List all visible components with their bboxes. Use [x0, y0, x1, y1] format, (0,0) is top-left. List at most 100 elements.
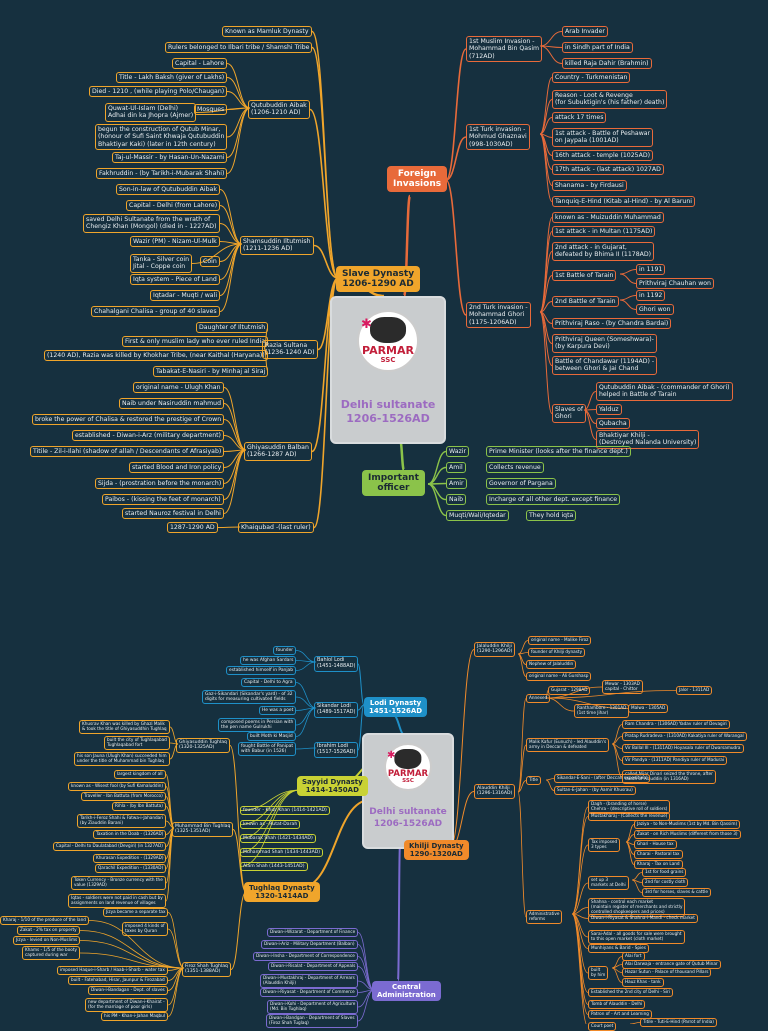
firoz-item[interactable]: Khams - 1/5 of the booty captured during…	[22, 946, 80, 960]
firoz-item[interactable]: Jizya became a separate tax	[103, 908, 169, 917]
ghori-slave[interactable]: Yalduz	[596, 404, 622, 416]
ghori-item[interactable]: Prithviraj Raso - (by Chandra Bardai)	[552, 318, 672, 330]
kafur-victory[interactable]: called Nijar Dinari seized the throne, a…	[622, 770, 716, 784]
tarain2-year[interactable]: in 1192	[636, 290, 666, 302]
tax-item[interactable]: Ghari - House tax	[634, 840, 677, 849]
iltutmish-item[interactable]: Wazir (PM) - Nizam-Ul-Mulk	[130, 236, 220, 248]
branch-khilji-dynasty[interactable]: Khilji Dynasty 1290-1320AD	[404, 840, 469, 860]
qasim-item[interactable]: Arab Invader	[562, 26, 608, 38]
officer-desc[interactable]: Prime Minister (looks after the finance …	[486, 446, 631, 458]
central-dept[interactable]: Diwan-i-Ariz - Military Department (Balb…	[261, 940, 358, 949]
alauddin-khilji[interactable]: Alauddin Khilji (1296-1316AD)	[474, 784, 516, 799]
central-dept[interactable]: Diwan-i-Risalat - Department of Appeals	[268, 962, 359, 971]
alauddin-origin[interactable]: original name - Ali Gurshasp	[526, 672, 592, 681]
firoz-shah-tughlaq[interactable]: Firoz Shah Tughlaq (1351-1388AD)	[182, 962, 231, 977]
kafur-victory[interactable]: Pratap Rudradeva - (1310AD) Kakatiya rul…	[622, 732, 747, 741]
branch-central-administration[interactable]: Central Administration	[372, 981, 441, 1001]
iltutmish-item[interactable]: saved Delhi Sultanate from the wrath of …	[83, 214, 220, 233]
sikandar-item[interactable]: Gaz-i-Sikandari (Sikandar's yard) - of 3…	[202, 690, 296, 705]
ibrahim-item[interactable]: fought Battle of Panipat with Babur (in …	[238, 742, 297, 757]
officer-role[interactable]: Naib	[446, 494, 467, 506]
sikandar-lodi[interactable]: Sikandar Lodi (1489-1517AD)	[314, 702, 359, 718]
coin-list[interactable]: Tanka - Silver coin Jital - Coppe coin	[130, 254, 193, 273]
qutubuddin-aibak[interactable]: Qutubuddin Aibak (1206-1210 AD)	[248, 100, 310, 119]
branch-slave-dynasty[interactable]: Slave Dynasty 1206-1290 AD	[336, 266, 421, 292]
iltutmish-item[interactable]: Capital - Delhi (from Lahore)	[126, 200, 221, 212]
qutubuddin-item[interactable]: Taj-ul-Massir - by Hasan-Un-Nazami	[112, 152, 228, 164]
qasim-item[interactable]: in Sindh part of India	[562, 42, 633, 54]
qutubuddin-item[interactable]: Mosques	[194, 104, 228, 116]
balban-item[interactable]: Sijda - (prostration before the monarch)	[95, 478, 225, 490]
central-dept[interactable]: Diwan-i-Riyasat - Department of Commerce	[260, 988, 358, 997]
alauddin-item[interactable]: Title	[526, 776, 541, 785]
balban-item[interactable]: started Blood and Iron policy	[129, 462, 225, 474]
ghiyasuddin-tughlaq[interactable]: Ghiyasuddin Tughlaq (1320-1325AD)	[176, 738, 230, 753]
iltutmish-item[interactable]: Son-in-law of Qutubuddin Aibak	[116, 184, 220, 196]
ghaznavi-item[interactable]: 17th attack - (last attack) 1027AD	[552, 164, 664, 176]
balban-item[interactable]: started Nauroz festival in Delhi	[122, 508, 224, 520]
officer-desc[interactable]: Governor of Pargana	[486, 478, 556, 490]
ghaznavi-item[interactable]: attack 17 times	[552, 112, 607, 124]
qutubuddin-item[interactable]: Fakhruddin - (by Tarikh-i-Mubarak Shahi)	[96, 168, 228, 180]
sayyid-item[interactable]: Muhammad Shah (1434-1443AD)	[240, 848, 324, 858]
alauddin-item[interactable]: Annexed	[526, 694, 551, 703]
balban-item[interactable]: Titile - Zil-i-Ilahi (shadow of allah / …	[30, 446, 225, 458]
jalaluddin-item[interactable]: original name - Malike Firoz	[528, 636, 592, 645]
ghiyasuddin-item[interactable]: built the city of Tughlaqabad Tughlaqaba…	[104, 736, 170, 750]
branch-sayyid-dynasty[interactable]: Sayyid Dynasty 1414-1450AD	[297, 776, 368, 796]
tarain1-year[interactable]: in 1191	[636, 264, 666, 276]
ghiyasuddin-item[interactable]: his son Jauna (Ulugh Khan) succeeded him…	[74, 752, 170, 766]
balban-item[interactable]: Paibos - (kissing the feet of monarch)	[102, 494, 224, 506]
ghori-item[interactable]: 2nd Battle of Tarain	[552, 296, 619, 308]
firoz-item[interactable]: Zakat - 2% tax on property	[17, 926, 80, 935]
muhammad-item[interactable]: largest kingdom of all	[114, 770, 166, 779]
market-item[interactable]: 2nd for costly cloth	[642, 878, 689, 887]
ghori-item[interactable]: 1st attack - in Multan (1175AD)	[552, 226, 656, 238]
second-turk-invasion[interactable]: 2nd Turk invasion - Mohammad Ghori (1175…	[466, 302, 531, 329]
iltutmish-item[interactable]: Iqtadar - Muqti / wali	[150, 290, 221, 302]
muhammad-bin-tughlaq[interactable]: Muhammad Bin Tughlaq (1325-1351AD)	[172, 822, 234, 837]
built-item[interactable]: Hauz Khas - tank	[622, 978, 664, 987]
balban-item[interactable]: broke the power of Chalisa & restored th…	[32, 414, 225, 426]
officer-desc[interactable]: They hold iqta	[526, 510, 577, 522]
kafur-victory[interactable]: Ram Chandra - (1306AD) Yadav ruler of De…	[622, 720, 730, 729]
iltutmish-item[interactable]: Iqta system - Piece of Land	[130, 274, 220, 286]
ghaznavi-item[interactable]: Country - Turkmenistan	[552, 72, 631, 84]
central-dept[interactable]: Diwan-i-Kohi - Department of Agriculture…	[267, 1000, 359, 1014]
muhammad-item[interactable]: Khurasan Expedition - (1329AD)	[93, 854, 167, 863]
ghori-slave[interactable]: Qubacha	[596, 418, 630, 430]
annexed-jalor[interactable]: Jalor - 1311AD	[676, 686, 713, 695]
reform-item[interactable]: Munhiyans & Barid - Spies	[588, 944, 649, 953]
muhammad-item[interactable]: Capital - Delhi to Daulatabad (Devgiri) …	[53, 842, 166, 851]
reform-item[interactable]: Diwan-i-Riyasat & Shahna-i-Mandi - check…	[588, 914, 698, 923]
central-dept[interactable]: Diwan-i-Mustakhraj - Department of Arrea…	[260, 974, 358, 988]
reform-item[interactable]: Mustakharaj - (Collects the revenue)	[588, 812, 671, 821]
sikandar-item[interactable]: Capital - Delhi to Agra	[241, 678, 296, 688]
qutubuddin-item[interactable]: Title - Lakh Baksh (giver of Lakhs)	[116, 72, 228, 84]
balban-item[interactable]: Naib under Nasiruddin mahmud	[119, 398, 225, 410]
officer-role[interactable]: Amir	[446, 478, 467, 490]
tax-item[interactable]: Jaziya - to Non-Muslims (1st by Md. Bin …	[634, 820, 741, 829]
central-dept[interactable]: Diwan-i-Wizarat - Department of Finance	[267, 928, 359, 937]
ibrahim-lodi[interactable]: Ibrahim Lodi (1517-1526AD)	[314, 742, 359, 758]
sayyid-item[interactable]: founder - Khizr Khan (1414-1421AD)	[240, 806, 330, 816]
officer-role[interactable]: Muqti/Wali/Iqtedar	[446, 510, 509, 522]
annexed-ranthambore[interactable]: Ranthambore - 1301AD (1st time Jihar)	[574, 704, 630, 718]
branch-foreign-invasions[interactable]: Foreign Invasions	[387, 166, 448, 192]
iltutmish-item[interactable]: Chahalgani Chalisa - group of 40 slaves	[91, 306, 220, 318]
ghori-item[interactable]: Slaves of Ghori	[552, 404, 587, 423]
balban[interactable]: Ghiyasuddin Balban (1266-1287 AD)	[244, 442, 312, 461]
razia-item[interactable]: (1240 AD), Razia was killed by Khokhar T…	[44, 350, 268, 362]
built-item[interactable]: Hazar Sutun - Palace of thousand Pillars	[622, 968, 712, 977]
firoz-item[interactable]: Jizya - levied on Non-Muslims	[13, 936, 81, 945]
market-item[interactable]: 3rd for horses, slaves & cattle	[642, 888, 711, 897]
alauddin-origin[interactable]: Nephew of Jalaluddin	[526, 660, 577, 669]
ghori-slave[interactable]: Qutubuddin Aibak - (commander of Ghori) …	[596, 382, 733, 401]
reform-item[interactable]: Dagh - (branding of horse) Chehra - (des…	[588, 800, 671, 814]
reform-item[interactable]: Sarai-Adal - all goods for sale were bro…	[588, 930, 685, 944]
officer-desc[interactable]: Incharge of all other dept. except finan…	[486, 494, 621, 506]
alauddin-item[interactable]: Administrative reforms	[526, 910, 563, 924]
razia-item[interactable]: Tabakat-E-Nasiri - by Minhaj al Siraj	[153, 366, 269, 378]
ghaznavi-item[interactable]: Shanama - by Firdausi	[552, 180, 627, 192]
ghiyasuddin-item[interactable]: Khusrav Khan was killed by Ghazi Malik &…	[79, 720, 170, 734]
